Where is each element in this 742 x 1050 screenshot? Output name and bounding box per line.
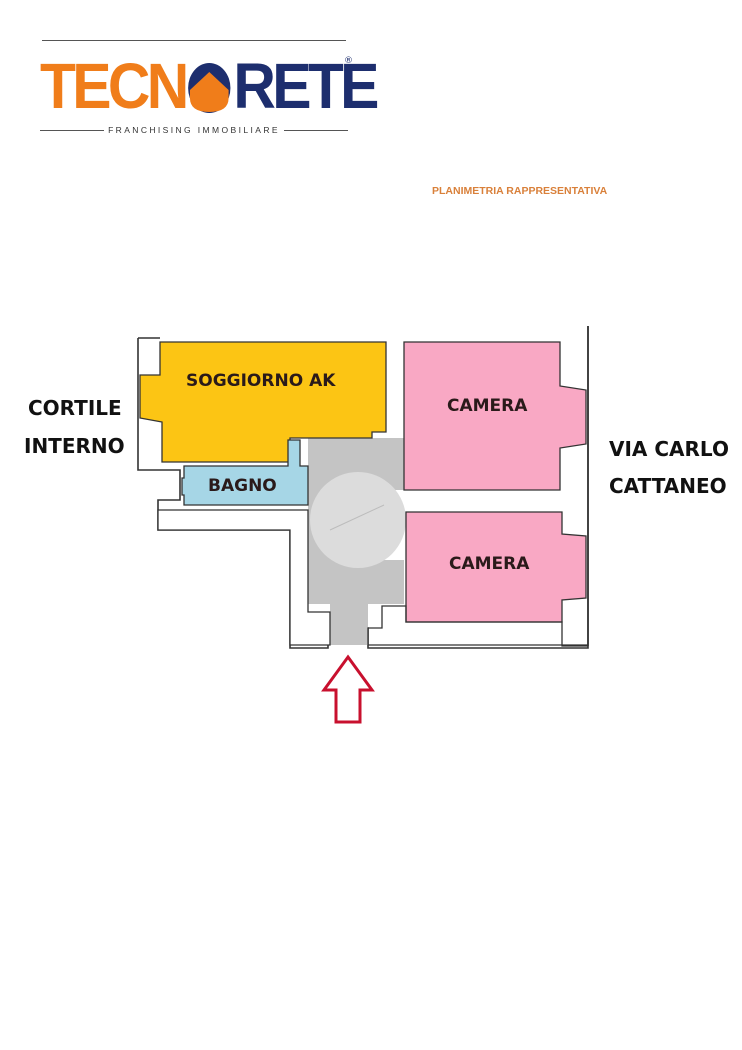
- registered-mark: ®: [344, 56, 353, 66]
- logo-tagline-row: FRANCHISING IMMOBILIARE: [40, 124, 349, 136]
- exterior-label-cortile: CORTILE: [28, 396, 122, 420]
- room-bagno: [181, 439, 309, 506]
- entrance-arrow-icon: [321, 654, 375, 724]
- house-o-icon: [188, 63, 231, 113]
- logo-top-rule: [42, 40, 346, 41]
- room-label-bagno: BAGNO: [208, 476, 277, 496]
- logo-tagline: FRANCHISING IMMOBILIARE: [108, 125, 280, 135]
- exterior-label-interno: INTERNO: [24, 434, 125, 458]
- room-camera-1: [403, 341, 587, 491]
- exterior-label-cattaneo: CATTANEO: [609, 474, 727, 498]
- room-label-soggiorno: SOGGIORNO AK: [186, 371, 336, 391]
- logo-text-tecn: TECN: [40, 50, 189, 122]
- wall-bottom-right: [367, 605, 588, 647]
- tagline-rule-right: [283, 129, 349, 131]
- door-swing-arc: [310, 472, 406, 568]
- tecnorete-logo: TECN RETE ® FRANCHISING IMMOBILIARE: [40, 40, 379, 136]
- exterior-label-via-carlo: VIA CARLO: [609, 437, 729, 461]
- room-label-camera-1: CAMERA: [447, 396, 528, 416]
- room-label-camera-2: CAMERA: [449, 554, 530, 574]
- document-subtitle: PLANIMETRIA RAPPRESENTATIVA: [432, 185, 608, 197]
- wall-lower-left: [157, 509, 331, 646]
- tagline-rule-left: [40, 129, 105, 131]
- logo-text-rete: RETE: [233, 50, 379, 122]
- logo-wordmark: TECN RETE: [40, 50, 379, 122]
